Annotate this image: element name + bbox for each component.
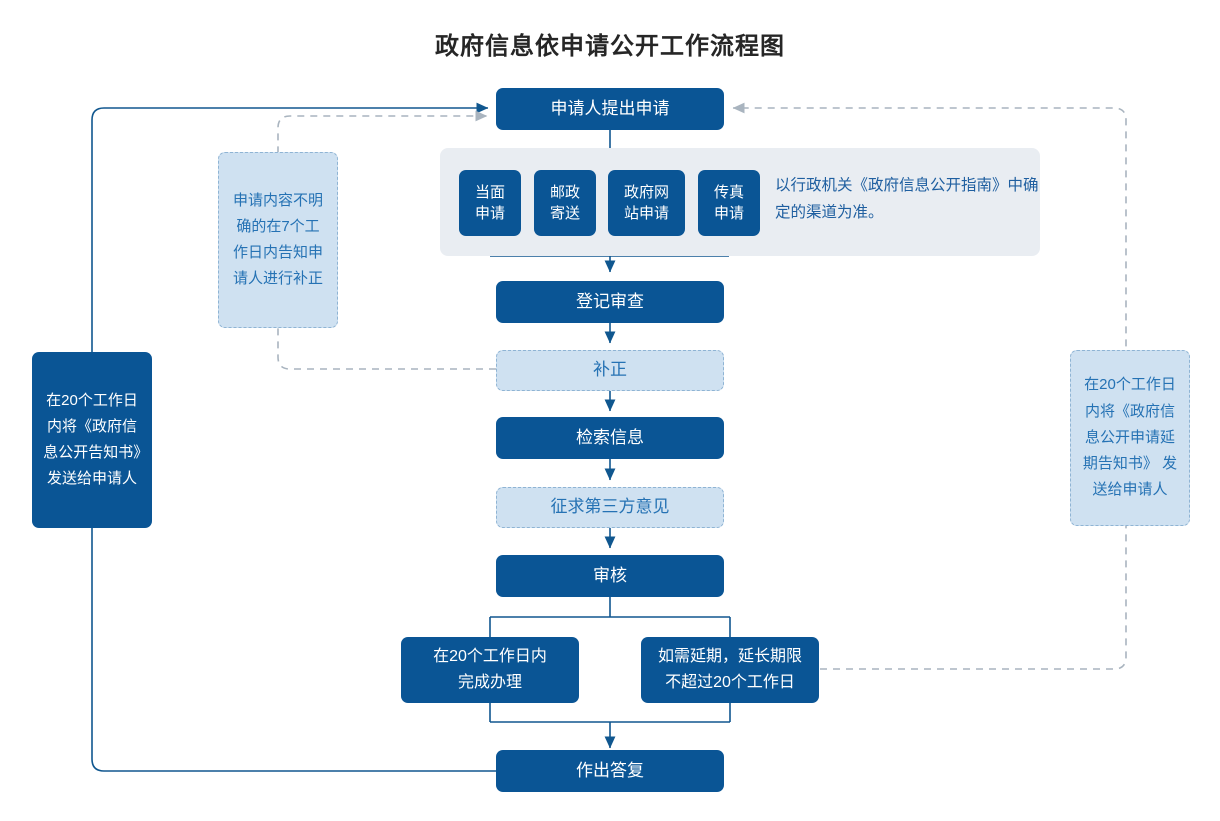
node-applicant-submits[interactable]: 申请人提出申请 bbox=[496, 88, 724, 130]
node-correction[interactable]: 补正 bbox=[496, 350, 724, 391]
note-correction-within-7-days[interactable]: 申请内容不明确的在7个工作日内告知申请人进行补正 bbox=[218, 152, 338, 328]
node-channel-fax[interactable]: 传真 申请 bbox=[698, 170, 760, 236]
node-label-line1: 传真 bbox=[713, 183, 744, 201]
node-extension[interactable]: 如需延期，延长期限 不超过20个工作日 bbox=[641, 637, 819, 703]
node-make-reply[interactable]: 作出答复 bbox=[496, 750, 724, 792]
node-label: 作出答复 bbox=[576, 760, 644, 780]
note-text: 申请内容不明确的在7个工作日内告知申请人进行补正 bbox=[232, 191, 323, 288]
node-label-line2: 申请 bbox=[713, 205, 744, 222]
node-label-line1: 如需延期，延长期限 bbox=[657, 648, 802, 666]
node-complete-within-20-days[interactable]: 在20个工作日内 完成办理 bbox=[401, 637, 579, 703]
node-label-line1: 当面 bbox=[474, 183, 505, 201]
node-label-line2: 站申请 bbox=[623, 205, 669, 222]
page-title: 政府信息依申请公开工作流程图 bbox=[435, 33, 785, 60]
node-channel-postal-mail[interactable]: 邮政 寄送 bbox=[534, 170, 596, 236]
node-label-line2: 申请 bbox=[474, 205, 505, 222]
node-label-line2: 寄送 bbox=[549, 205, 580, 222]
node-channel-in-person[interactable]: 当面 申请 bbox=[459, 170, 521, 236]
note-disclosure-notice-20-days[interactable]: 在20个工作日内将《政府信息公开告知书》发送给申请人 bbox=[32, 352, 152, 528]
node-label-line2: 完成办理 bbox=[457, 674, 522, 691]
node-channel-government-website[interactable]: 政府网 站申请 bbox=[608, 170, 685, 236]
node-third-party-opinion[interactable]: 征求第三方意见 bbox=[496, 487, 724, 528]
channel-note-text: 以行政机关《政府信息公开指南》中确定的渠道为准。 bbox=[775, 177, 1039, 222]
node-label: 审核 bbox=[593, 565, 627, 585]
node-label: 补正 bbox=[593, 360, 627, 380]
node-registration-review[interactable]: 登记审查 bbox=[496, 281, 724, 323]
node-label: 登记审查 bbox=[576, 291, 644, 311]
node-label: 申请人提出申请 bbox=[550, 98, 670, 118]
node-label-line1: 邮政 bbox=[549, 183, 580, 201]
note-text: 在20个工作日内将《政府信息公开申请延期告知书》 发送给申请人 bbox=[1082, 376, 1178, 499]
node-label: 检索信息 bbox=[576, 427, 644, 447]
node-label-line1: 在20个工作日内 bbox=[433, 648, 547, 666]
node-retrieve-information[interactable]: 检索信息 bbox=[496, 417, 724, 459]
node-label-line1: 政府网 bbox=[623, 183, 669, 201]
note-extension-notice-20-days[interactable]: 在20个工作日内将《政府信息公开申请延期告知书》 发送给申请人 bbox=[1070, 350, 1190, 526]
node-label: 征求第三方意见 bbox=[550, 497, 670, 517]
node-label-line2: 不超过20个工作日 bbox=[665, 674, 795, 691]
note-text: 在20个工作日内将《政府信息公开告知书》发送给申请人 bbox=[43, 391, 141, 488]
node-audit[interactable]: 审核 bbox=[496, 555, 724, 597]
